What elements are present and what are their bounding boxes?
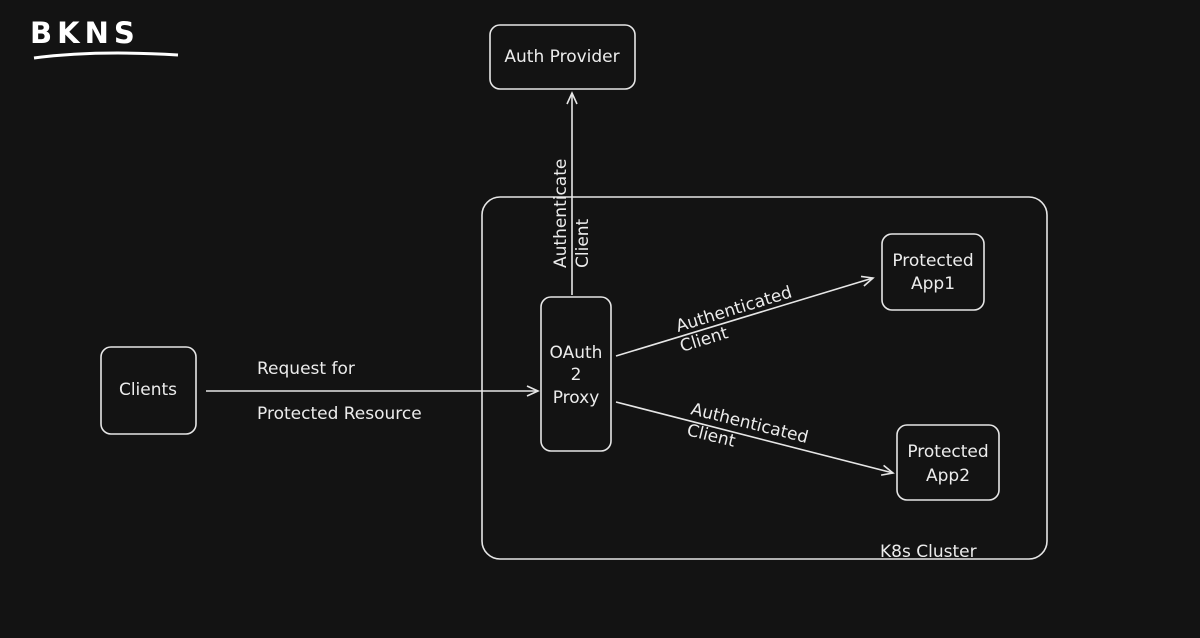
protected-app2-node — [896, 424, 1000, 501]
logo-swoosh-icon — [33, 51, 179, 60]
oauth2-proxy-label-line3: Proxy — [553, 388, 600, 408]
auth-provider-label: Auth Provider — [504, 47, 619, 67]
oauth2-proxy-node — [540, 296, 612, 452]
to-app1-arrow — [615, 275, 875, 357]
protected-app1-node — [881, 233, 985, 311]
authenticate-label-line2: Client — [573, 218, 593, 268]
clients-node — [100, 346, 197, 435]
request-label-line2: Protected Resource — [257, 404, 422, 424]
request-label-line1: Request for — [257, 359, 355, 379]
k8s-cluster-label: K8s Cluster — [880, 542, 977, 562]
oauth2-proxy-label-line1: OAuth — [550, 343, 603, 363]
k8s-cluster-boundary — [481, 196, 1048, 560]
protected-app1-label-line2: App1 — [911, 274, 955, 294]
authenticate-label-line1: Authenticate — [551, 159, 571, 268]
to-app1-label-line1: Authenticated — [674, 283, 795, 337]
protected-app2-label-line2: App2 — [926, 466, 970, 486]
auth-provider-node — [489, 24, 636, 90]
protected-app1-label-line1: Protected — [892, 251, 973, 271]
to-app2-arrow — [615, 401, 895, 476]
bkns-logo: BKNS — [30, 16, 140, 50]
protected-app2-label-line1: Protected — [907, 442, 988, 462]
clients-label: Clients — [119, 380, 177, 400]
oauth2-proxy-label-line2: 2 — [571, 365, 582, 385]
